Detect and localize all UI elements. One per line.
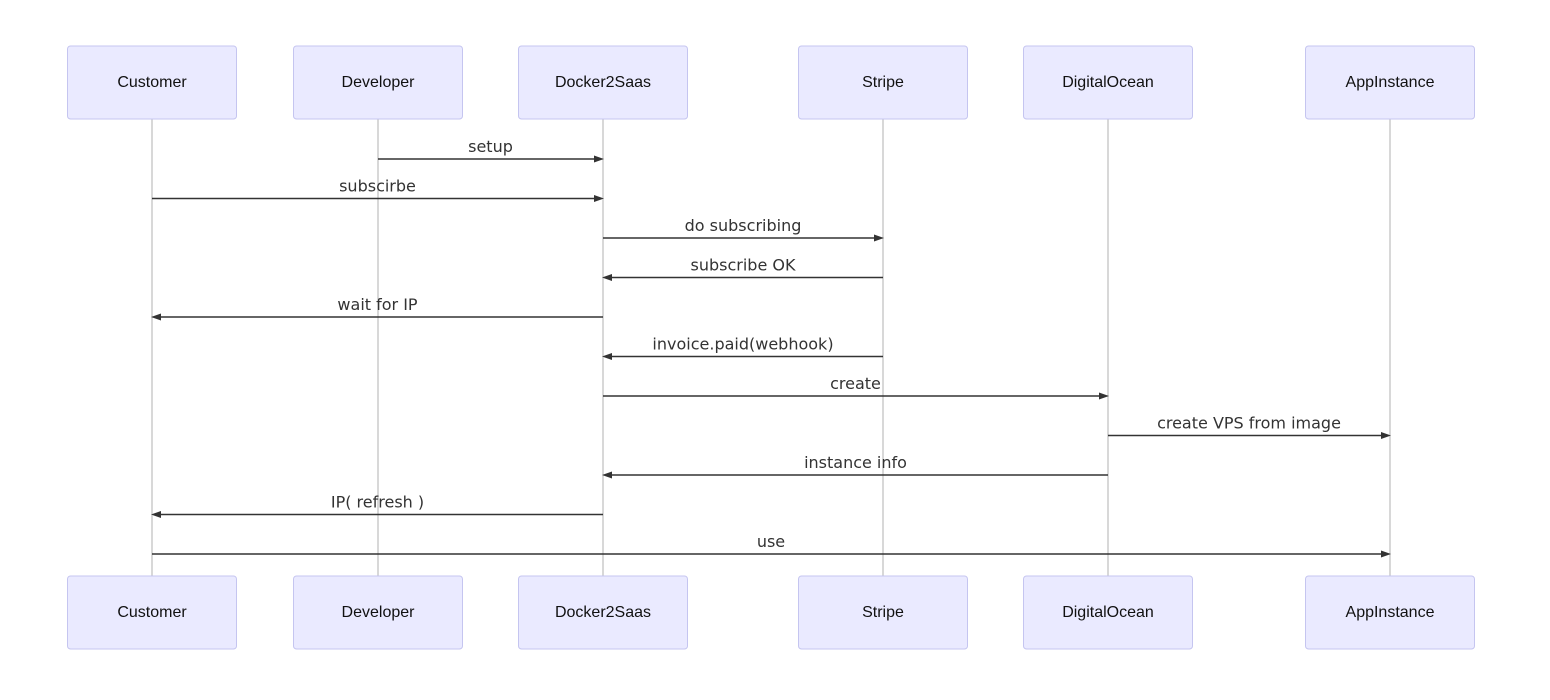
arrowhead-icon [151,313,161,321]
actor-label: DigitalOcean [1062,604,1154,621]
lifelines [151,119,1391,576]
actor-label: Docker2Saas [555,74,651,91]
message-create-vps-from-image: create VPS from image [1108,414,1391,439]
message-use: use [152,532,1391,558]
message-label: wait for IP [337,295,418,314]
actors-top: Customer Developer Docker2Saas Stripe Digita… [67,45,1475,120]
actor-box [1305,575,1475,650]
arrowhead-icon [1099,392,1109,400]
actor-box [1023,575,1193,650]
message-label: create [830,374,881,393]
actor-label: AppInstance [1346,604,1435,621]
message-label: do subscribing [685,216,802,235]
message-label: setup [468,137,513,156]
actor-label: Stripe [862,74,904,91]
actor-box [293,575,463,650]
actor-box [518,45,688,120]
actor-docker2saas-bottom: Docker2Saas [518,575,688,650]
messages: setup subscirbe do subscribing subscribe OK… [151,137,1391,558]
message-label: subscirbe [339,177,416,196]
actor-docker2saas-top: Docker2Saas [518,45,688,120]
actors-bottom: Customer Developer Docker2Saas Stripe Digita… [67,575,1475,650]
actor-box [67,45,237,120]
actor-digitalocean-top: DigitalOcean [1023,45,1193,120]
message-label: IP( refresh ) [331,493,424,512]
message-label: instance info [804,453,907,472]
message-label: create VPS from image [1157,414,1341,433]
message-create: create [603,374,1109,400]
actor-box [798,45,968,120]
actor-box [798,575,968,650]
arrowhead-icon [1381,550,1391,558]
message-wait-for-ip: wait for IP [151,295,603,321]
actor-box [518,575,688,650]
actor-label: AppInstance [1346,74,1435,91]
message-setup: setup [378,137,604,163]
message-label: use [757,532,785,551]
actor-developer-bottom: Developer [293,575,463,650]
actor-box [1305,45,1475,120]
actor-stripe-bottom: Stripe [798,575,968,650]
message-do-subscribing: do subscribing [603,216,884,242]
actor-label: Developer [342,74,416,91]
arrowhead-icon [1381,432,1391,439]
actor-digitalocean-bottom: DigitalOcean [1023,575,1193,650]
arrowhead-icon [602,274,612,281]
actor-box [1023,45,1193,120]
arrowhead-icon [874,234,884,242]
arrowhead-icon [151,511,161,518]
arrowhead-icon [602,353,612,360]
actor-appinstance-top: AppInstance [1305,45,1475,120]
message-ip-refresh: IP( refresh ) [151,493,603,518]
actor-customer-bottom: Customer [67,575,237,650]
actor-developer-top: Developer [293,45,463,120]
actor-stripe-top: Stripe [798,45,968,120]
actor-appinstance-bottom: AppInstance [1305,575,1475,650]
message-invoice-paid-webhook: invoice.paid(webhook) [602,335,883,360]
message-label: subscribe OK [691,256,796,275]
actor-label: Developer [342,604,416,621]
arrowhead-icon [594,195,604,202]
actor-label: DigitalOcean [1062,74,1154,91]
message-label: invoice.paid(webhook) [652,335,833,354]
actor-label: Stripe [862,604,904,621]
actor-label: Customer [117,74,187,91]
message-instance-info: instance info [602,453,1108,479]
actor-customer-top: Customer [67,45,237,120]
actor-label: Customer [117,604,187,621]
arrowhead-icon [602,471,612,479]
actor-label: Docker2Saas [555,604,651,621]
message-subscirbe: subscirbe [152,177,604,202]
message-subscribe-ok: subscribe OK [602,256,883,281]
actor-box [293,45,463,120]
arrowhead-icon [594,155,604,163]
actor-box [67,575,237,650]
